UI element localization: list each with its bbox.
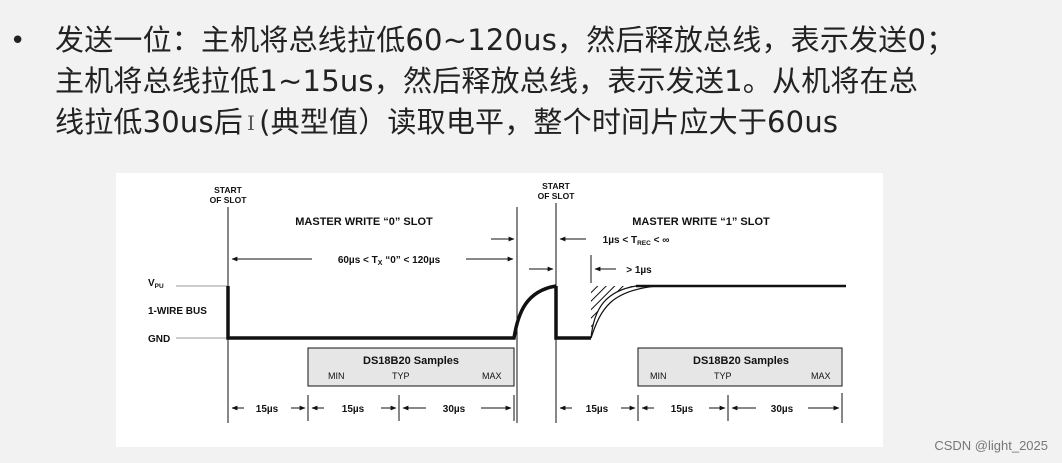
write0-slot-title: MASTER WRITE “0” SLOT	[295, 216, 433, 228]
timing-diagram-svg: START OF SLOT START OF SLOT MASTER WRITE…	[148, 181, 846, 423]
start-of-slot-label-1b: OF SLOT	[210, 195, 248, 205]
samples-min-1: MIN	[328, 371, 345, 381]
tx-constraint-label: 60µs < TX “0” < 120µs	[338, 255, 441, 267]
samples-min-2: MIN	[650, 371, 667, 381]
t2-15a-label: 15µs	[586, 404, 609, 415]
samples-box-1	[307, 347, 515, 387]
write1-slot-title: MASTER WRITE “1” SLOT	[632, 216, 770, 228]
samples-typ-2: TYP	[714, 371, 732, 381]
description-line-1: 发送一位：主机将总线拉低60~120us，然后释放总线，表示发送0；	[55, 23, 956, 57]
write1-rise-early	[590, 285, 637, 339]
t30-label: 30µs	[443, 404, 466, 415]
samples-title-2: DS18B20 Samples	[693, 355, 789, 367]
samples-max-1: MAX	[482, 371, 502, 381]
t2-15b-label: 15µs	[671, 404, 694, 415]
write1-hatched-region	[591, 286, 636, 338]
description-line-3a: 线拉低30us后	[55, 105, 243, 139]
start-of-slot-label-2a: START	[542, 181, 571, 191]
samples-typ-1: TYP	[392, 371, 410, 381]
vpu-label: VPU	[148, 278, 164, 290]
samples-box-2	[637, 347, 843, 387]
gt1us-label: > 1µs	[626, 265, 652, 276]
timing-diagram: START OF SLOT START OF SLOT MASTER WRITE…	[116, 173, 883, 447]
write1-rise-late	[590, 285, 657, 339]
gnd-label: GND	[148, 334, 170, 345]
text-cursor-icon: I	[247, 111, 256, 135]
bus-label: 1-WIRE BUS	[148, 306, 207, 317]
samples-title-1: DS18B20 Samples	[363, 355, 459, 367]
write1-low-pulse	[554, 286, 591, 340]
write0-waveform	[226, 284, 557, 340]
start-of-slot-label-2b: OF SLOT	[538, 191, 576, 201]
bullet-point: •	[10, 26, 26, 56]
trec-constraint-label: 1µs < TREC < ∞	[603, 235, 670, 247]
description-line-2: 主机将总线拉低1~15us，然后释放总线，表示发送1。从机将在总	[55, 64, 918, 98]
csdn-watermark: CSDN @light_2025	[934, 438, 1048, 453]
description-line-3b: (典型值）读取电平，整个时间片应大于60us	[259, 105, 839, 139]
start-of-slot-label-1a: START	[214, 185, 243, 195]
t15a-label: 15µs	[256, 404, 279, 415]
samples-max-2: MAX	[811, 371, 831, 381]
t2-30-label: 30µs	[771, 404, 794, 415]
t15b-label: 15µs	[342, 404, 365, 415]
